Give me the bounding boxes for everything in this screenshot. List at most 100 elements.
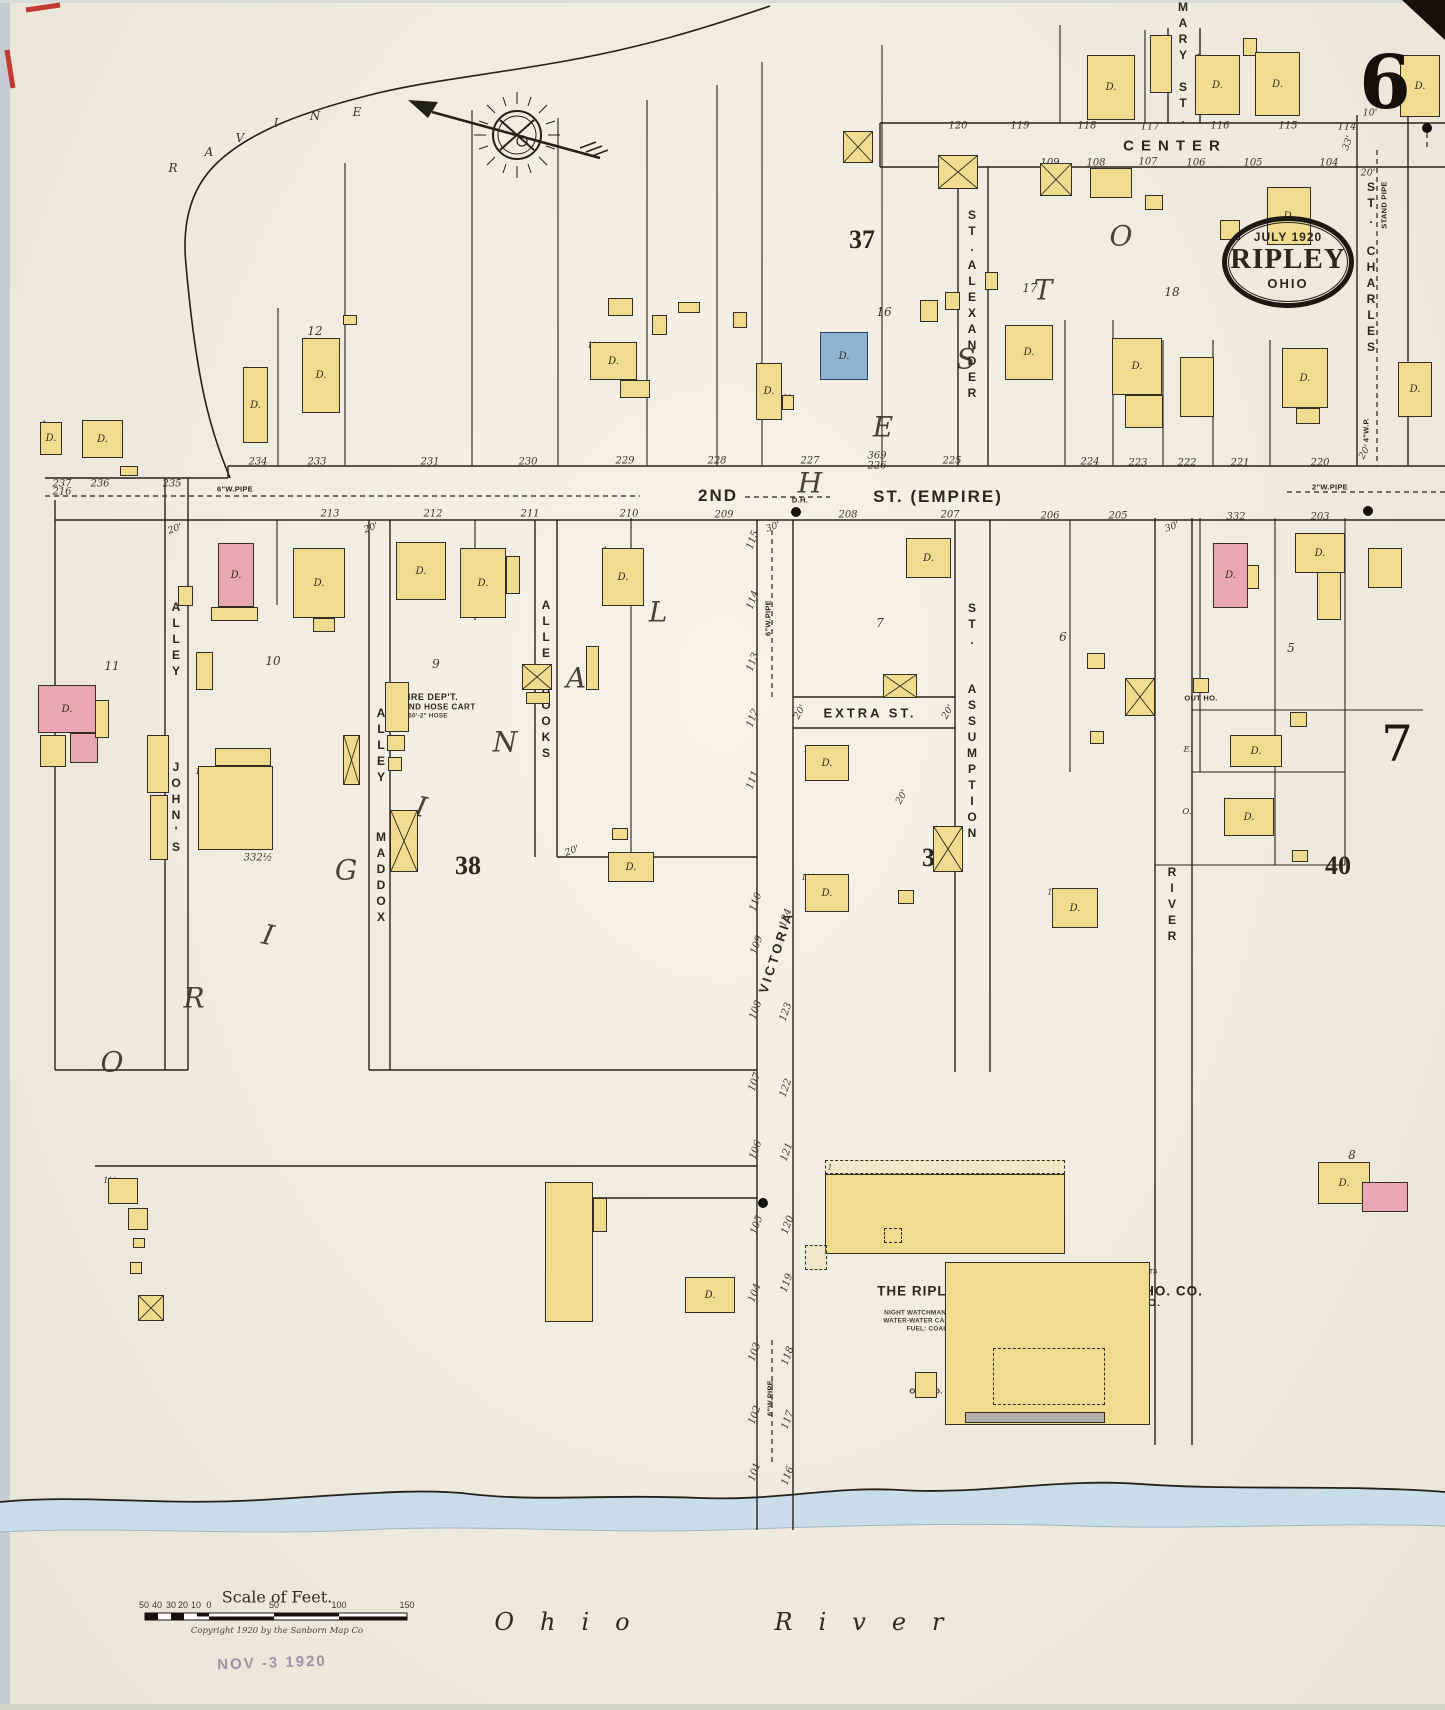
building — [733, 312, 747, 328]
dwelling-label: D. — [415, 565, 427, 577]
dwelling-label: D. — [1131, 361, 1143, 372]
building: D. — [40, 422, 62, 455]
dwelling-label: D. — [97, 433, 108, 445]
lot-number: 16 — [876, 305, 892, 319]
house-number: 227 — [800, 455, 820, 467]
building: D. — [38, 685, 96, 733]
lot-number: 10 — [265, 654, 281, 668]
plat-letter: E — [872, 410, 894, 444]
corner-red-marks — [4, 2, 61, 89]
street-label: MADDOX — [374, 830, 388, 926]
plat-letter: H — [797, 466, 823, 500]
street-label: MARY ST. — [1176, 0, 1190, 128]
building: D. — [293, 548, 345, 618]
barn-building — [390, 810, 418, 872]
dwelling-label: D. — [1414, 80, 1426, 92]
building: D. — [608, 852, 654, 882]
house-number: 108 — [1086, 157, 1106, 169]
house-number: 332½ — [243, 852, 273, 864]
building — [1180, 357, 1214, 417]
building — [120, 466, 138, 476]
house-number: 225 — [942, 455, 962, 467]
barn-building — [343, 735, 360, 785]
scale-tick: 30 — [165, 1600, 177, 1610]
lot-number: 6 — [1059, 630, 1067, 644]
building — [506, 556, 520, 594]
dwelling-label: D. — [1225, 570, 1236, 581]
building — [965, 1412, 1105, 1423]
scale-tick: 50 — [138, 1600, 150, 1610]
building: D. — [1282, 348, 1328, 408]
river-name-word: Ohio — [494, 1608, 656, 1636]
building — [898, 890, 914, 904]
house-number: 107 — [1138, 156, 1158, 168]
building — [805, 1245, 827, 1270]
block-number: 40 — [1325, 851, 1351, 880]
street-label: ALLEY — [374, 706, 388, 786]
annotation-label: 6"W.PIPE — [763, 600, 773, 636]
plat-letter: A — [565, 661, 587, 695]
house-number: 221 — [1230, 457, 1250, 469]
house-number: 222 — [1177, 457, 1197, 469]
street-label: ST. — [965, 601, 979, 649]
building — [150, 795, 168, 860]
building — [985, 272, 998, 290]
building — [1150, 35, 1172, 93]
scale-tick: 100 — [331, 1600, 347, 1610]
building — [387, 735, 405, 751]
dwelling-label: D. — [1272, 78, 1283, 90]
cross-mark — [1041, 164, 1071, 195]
building — [825, 1160, 1065, 1174]
building: D. — [396, 542, 446, 600]
building — [920, 300, 938, 322]
barn-building — [522, 664, 552, 690]
scale-tick: 10 — [190, 1600, 202, 1610]
building — [1087, 653, 1105, 669]
title-oval: JULY 1920 RIPLEY OHIO — [1222, 216, 1354, 308]
street-label: EXTRA ST. — [823, 705, 917, 721]
building: D. — [1213, 543, 1248, 608]
building: D. — [1230, 735, 1282, 767]
building — [945, 1262, 1150, 1425]
lot-number: 18 — [1164, 285, 1180, 299]
dwelling-label: D. — [704, 1289, 716, 1301]
dwelling-label: D. — [1069, 902, 1081, 914]
barn-building — [1125, 678, 1155, 716]
house-number: 212 — [423, 508, 443, 520]
house-number: 369 — [867, 450, 887, 462]
house-number: 106 — [1186, 157, 1206, 169]
barn-building — [138, 1295, 164, 1321]
building — [593, 1198, 607, 1232]
scale-tick: 50 — [268, 1600, 280, 1610]
river-name-word: River — [774, 1608, 970, 1636]
building — [95, 700, 109, 738]
house-number: 116 — [1210, 120, 1230, 132]
house-number: 234 — [248, 456, 268, 468]
building — [1145, 195, 1163, 210]
building: D. — [1400, 55, 1440, 117]
building: D. — [1224, 798, 1274, 836]
building — [1362, 1182, 1408, 1212]
lot-number: 12 — [307, 324, 323, 338]
cross-mark — [1126, 679, 1154, 715]
dimension-label: 20' — [1360, 167, 1376, 179]
annotation-label: FUEL: COAL. — [906, 1325, 950, 1333]
house-number: 230 — [518, 456, 538, 468]
building: D. — [218, 543, 254, 607]
lot-number: 17 — [1022, 281, 1038, 295]
street-label: JOHN'S — [169, 760, 183, 856]
cross-mark — [391, 811, 417, 871]
building — [178, 586, 193, 606]
building — [825, 1174, 1065, 1254]
ravine-letter: R — [168, 161, 178, 175]
dwelling-label: D. — [1105, 82, 1117, 93]
house-number: 224 — [1080, 456, 1100, 468]
dwelling-label: D. — [838, 350, 850, 362]
building: D. — [1195, 55, 1240, 115]
lot-number: 8 — [1348, 1148, 1356, 1162]
building — [1247, 565, 1259, 589]
house-number: 216 — [52, 486, 72, 498]
dwelling-label: D. — [625, 861, 637, 873]
dwelling-label: D. — [608, 355, 619, 367]
house-number: 206 — [1040, 510, 1060, 522]
